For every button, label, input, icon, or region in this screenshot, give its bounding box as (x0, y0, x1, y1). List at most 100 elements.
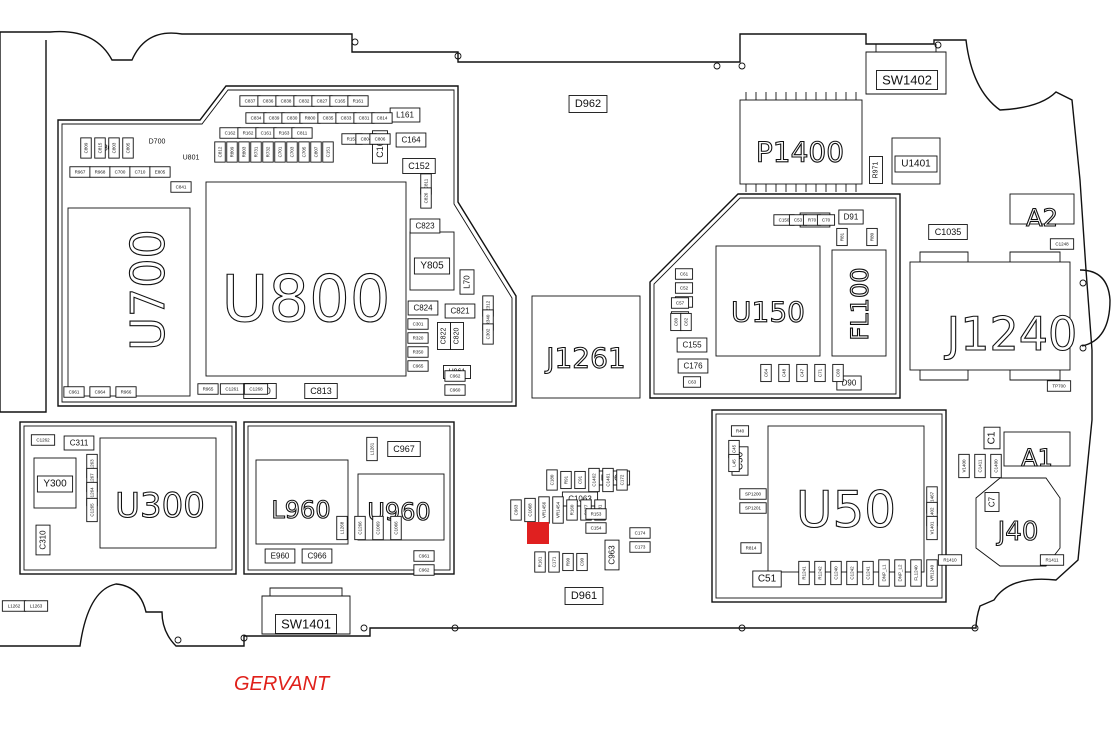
designator-label: C174 (635, 531, 646, 536)
designator-pad-c-1240: C1240 (830, 560, 842, 586)
designator-pad-c-805: C805 (122, 137, 134, 159)
designator-pad-r-809: R809 (226, 141, 238, 163)
designator-label: C1068 (528, 503, 533, 517)
designator-pad-c-826: C826 (420, 187, 432, 209)
designator-label: P1400 (756, 136, 844, 169)
designator-pad-c-1400: C1400 (990, 453, 1002, 479)
designator-label: R91 (564, 475, 569, 484)
designator-label: J1240 (944, 307, 1078, 361)
component-outline (816, 214, 836, 226)
designator-pad-r-91: R91 (560, 470, 572, 490)
designator-u700: U700 (120, 229, 175, 352)
designator-label: C823 (415, 222, 435, 231)
designator-label: C163 (375, 136, 385, 158)
component-outline (878, 559, 890, 587)
designator-label: SP1201 (745, 506, 762, 511)
component-outline (286, 141, 298, 163)
component-outline (274, 141, 286, 163)
component-outline (866, 227, 878, 247)
component-outline (108, 137, 120, 159)
designator-pad-c-834: C834 (245, 112, 267, 124)
designator-label: C960 (450, 388, 461, 393)
designator-y300: Y300 (36, 475, 74, 493)
designator-pad-c-1411: C1411 (974, 453, 986, 479)
designator-label: C302 (486, 328, 491, 339)
component-outline (407, 332, 429, 344)
component-outline (974, 453, 986, 479)
component-outline (122, 137, 134, 159)
designator-label: R340 (486, 314, 491, 325)
component-outline (36, 475, 74, 493)
component-outline (322, 141, 334, 163)
designator-pad-c-836: C836 (257, 95, 279, 107)
designator-u150: U150 (730, 295, 805, 329)
component-outline (275, 614, 337, 634)
component-outline (739, 502, 767, 514)
component-outline (1049, 238, 1075, 250)
component-outline (990, 453, 1002, 479)
designator-label: VR1467 (930, 491, 935, 508)
component-outline (238, 141, 250, 163)
component-outline (588, 467, 600, 493)
designator-pad-r-320: R320 (407, 332, 429, 344)
designator-c1: C1 (983, 426, 1001, 450)
component-outline (387, 441, 421, 457)
highlighted-component[interactable] (527, 522, 549, 544)
designator-pad-c-1462: C1462 (588, 467, 600, 493)
designator-label: C705 (302, 146, 307, 157)
designator-pad-c-1066: C1066 (390, 515, 402, 541)
designator-label: C165 (335, 99, 346, 104)
designator-pad-c-71: C71 (814, 363, 826, 383)
designator-pad-c-1266: C1266 (354, 515, 366, 541)
designator-label: L1268 (340, 521, 345, 534)
designator-pad-c-960: C960 (444, 384, 466, 396)
designator-label: C1267 (90, 473, 95, 487)
designator-label: R967 (75, 170, 86, 175)
component-outline (354, 515, 366, 541)
designator-label: R80 (870, 232, 875, 241)
designator-label: U150 (731, 296, 805, 329)
designator-label: A2 (1026, 204, 1058, 232)
designator-pad-fl1240: FL1240 (910, 559, 922, 587)
designator-label: C964 (95, 390, 106, 395)
designator-label: C71 (818, 368, 823, 377)
designator-c822: C822 (437, 322, 451, 350)
designator-label: R809 (230, 146, 235, 157)
designator-pad-c-62: C62 (680, 312, 692, 332)
designator-label: C164 (401, 136, 421, 145)
designator-pad-r-350: R350 (407, 346, 429, 358)
designator-pad-c-91: C91 (574, 470, 586, 490)
designator-label: C827 (317, 99, 328, 104)
designator-pad-c-1248: C1248 (1049, 238, 1075, 250)
designator-pad-c-961b: C961 (413, 550, 435, 562)
designator-pad-r-800: R800 (299, 112, 321, 124)
designator-label: R971 (873, 162, 880, 179)
designator-label: FL1240 (914, 565, 919, 581)
component-outline (369, 133, 391, 145)
component-outline (170, 181, 192, 193)
component-outline (958, 453, 970, 479)
designator-label: C155 (682, 341, 702, 350)
component-outline (560, 470, 572, 490)
designator-label: L161 (396, 111, 414, 120)
component-outline (444, 303, 476, 319)
brand-mark: GERVANT (234, 673, 331, 695)
designator-pad-r-968: R968 (89, 166, 111, 178)
component-outline (602, 467, 614, 493)
designator-label: C701 (278, 146, 283, 157)
designator-label: C311 (70, 439, 89, 448)
designator-label: C61 (680, 272, 689, 277)
component-outline (629, 541, 651, 553)
component-outline (894, 155, 938, 173)
designator-label: C1400 (994, 459, 999, 473)
designator-label: R814 (746, 546, 757, 551)
designator-label: V1402 (930, 507, 935, 521)
designator-label: C963 (608, 545, 617, 565)
designator-pad-l-1268: L1268 (336, 515, 348, 541)
designator-label: U50 (796, 481, 896, 539)
component-outline (407, 346, 429, 358)
designator-pad-c-1461: C1461 (602, 467, 614, 493)
designator-pad-v1400: V1400 (958, 453, 970, 479)
component-outline (796, 363, 808, 383)
